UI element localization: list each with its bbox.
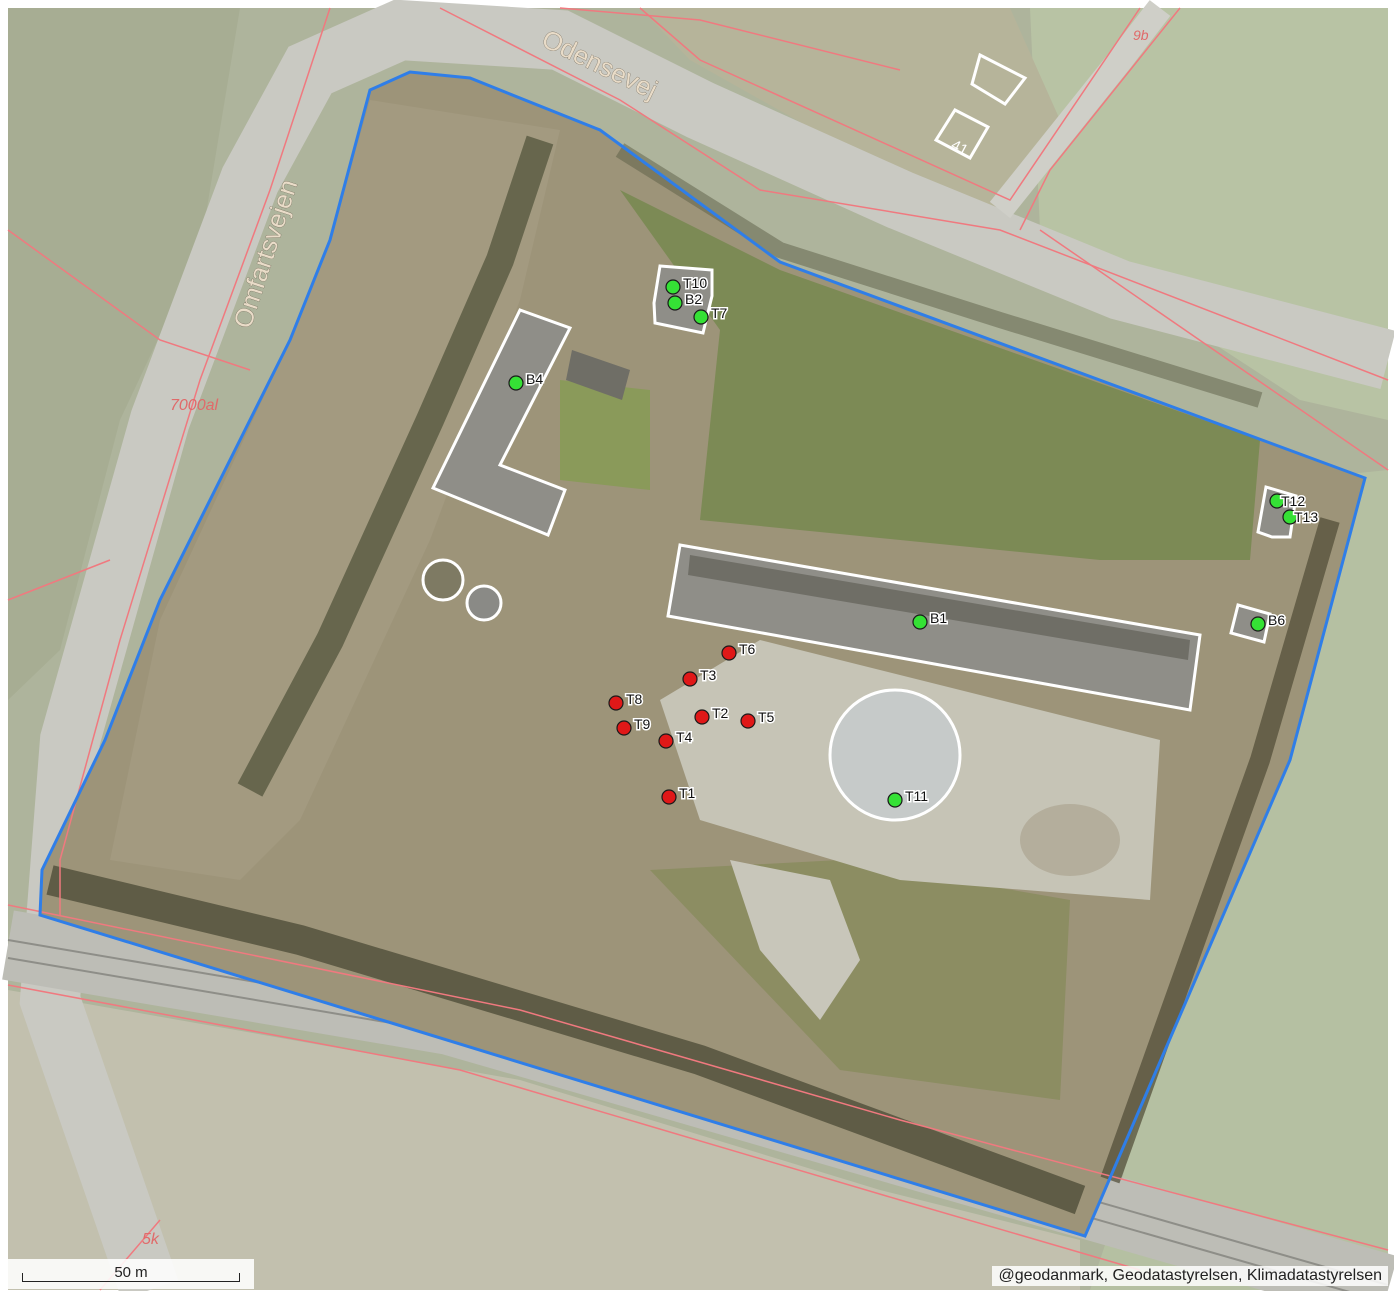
parcel-lines — [7, 7, 1389, 1291]
building-roof-shade — [566, 350, 1190, 660]
sample-point-t4[interactable]: T4 — [658, 728, 694, 749]
sample-marker[interactable] — [667, 295, 683, 311]
sample-marker[interactable] — [694, 709, 710, 725]
sample-point-t3[interactable]: T3 — [682, 666, 718, 687]
parcel-label-5k: 5k — [142, 1231, 160, 1248]
road-omfartsvejen-odensevej — [19, 0, 1394, 1291]
sample-point-label: T12 — [1281, 493, 1305, 509]
sample-point-label: B2 — [685, 291, 702, 307]
sample-marker[interactable] — [1269, 493, 1285, 509]
sample-point-label: T10 — [683, 275, 707, 291]
sample-marker[interactable] — [665, 279, 681, 295]
scale-bar: 50 m — [8, 1259, 254, 1289]
tank-2 — [465, 584, 503, 622]
parcel-label-9b: 9b — [1133, 27, 1149, 43]
sample-point-t10[interactable]: T10 — [665, 274, 709, 295]
sample-point-t5[interactable]: T5 — [740, 708, 776, 729]
sample-point-t13[interactable]: T13 — [1282, 508, 1320, 527]
road-side-north — [989, 0, 1171, 219]
map-attribution: @geodanmark, Geodatastyrelsen, Klimadata… — [992, 1266, 1388, 1286]
silo-large — [828, 688, 962, 822]
sample-marker[interactable] — [912, 614, 928, 630]
sample-point-b2[interactable]: B2 — [667, 290, 704, 311]
sample-point-t8[interactable]: T8 — [608, 690, 644, 711]
strip-south — [8, 990, 1080, 1290]
dry-field-west — [110, 100, 560, 880]
sample-point-b1[interactable]: B1 — [912, 609, 949, 630]
house-number-label: 41 — [948, 137, 971, 160]
sample-marker[interactable] — [616, 720, 632, 736]
tree-belt-east — [1100, 517, 1340, 1184]
lawn-north — [620, 190, 1260, 560]
sample-point-label: B4 — [526, 371, 543, 387]
sample-point-label: T1 — [679, 785, 696, 801]
sample-marker[interactable] — [661, 789, 677, 805]
sample-point-label: T4 — [676, 729, 693, 745]
sample-point-label: B1 — [930, 610, 947, 626]
sample-point-t11[interactable]: T11 — [887, 787, 930, 808]
parcel-label-7000al: 7000al — [170, 397, 218, 414]
site-boundary — [38, 70, 1367, 1238]
sample-point-b6[interactable]: B6 — [1250, 611, 1287, 632]
building-t12 — [1256, 485, 1298, 539]
sample-point-t1[interactable]: T1 — [661, 784, 697, 805]
sample-marker[interactable] — [693, 309, 709, 325]
tree-belt-south — [46, 865, 1086, 1215]
scale-bar-line — [22, 1273, 240, 1282]
sample-point-label: T9 — [634, 716, 651, 732]
sample-marker[interactable] — [1282, 509, 1298, 525]
compost-heap — [1020, 804, 1120, 876]
sample-point-label: T8 — [626, 691, 643, 707]
soil-heap — [730, 860, 860, 1020]
sample-point-label: T5 — [758, 709, 775, 725]
scale-bar-label: 50 m — [114, 1264, 148, 1281]
sample-point-b4[interactable]: B4 — [508, 370, 545, 391]
sample-point-label: T11 — [905, 788, 928, 804]
house-north — [970, 52, 1028, 106]
sample-point-label: T13 — [1294, 509, 1318, 525]
lawn-courtyard — [560, 380, 650, 490]
sample-point-t12[interactable]: T12 — [1269, 492, 1307, 511]
sample-point-label: T3 — [700, 667, 717, 683]
sample-point-label: T2 — [712, 705, 729, 721]
tank-1 — [421, 558, 465, 602]
sample-point-label: T6 — [739, 641, 756, 657]
tree-row-north — [615, 143, 1263, 408]
sample-point-t2[interactable]: T2 — [694, 704, 730, 725]
field-north — [640, 8, 1060, 210]
building-west — [430, 308, 573, 537]
sample-marker[interactable] — [887, 792, 903, 808]
sample-marker[interactable] — [721, 645, 737, 661]
sample-marker[interactable] — [508, 375, 524, 391]
sample-point-t6[interactable]: T6 — [721, 640, 757, 661]
tree-belt-west — [237, 135, 554, 797]
field-west — [8, 8, 240, 700]
house-41 — [933, 108, 991, 161]
sample-point-label: T7 — [711, 305, 728, 321]
sample-marker[interactable] — [1250, 616, 1266, 632]
sample-marker[interactable] — [608, 695, 624, 711]
sample-marker[interactable] — [740, 713, 756, 729]
sample-point-t9[interactable]: T9 — [616, 715, 652, 736]
sample-marker[interactable] — [682, 671, 698, 687]
sample-marker[interactable] — [658, 733, 674, 749]
sample-point-t7[interactable]: T7 — [693, 304, 729, 325]
sample-point-label: B6 — [1268, 612, 1285, 628]
